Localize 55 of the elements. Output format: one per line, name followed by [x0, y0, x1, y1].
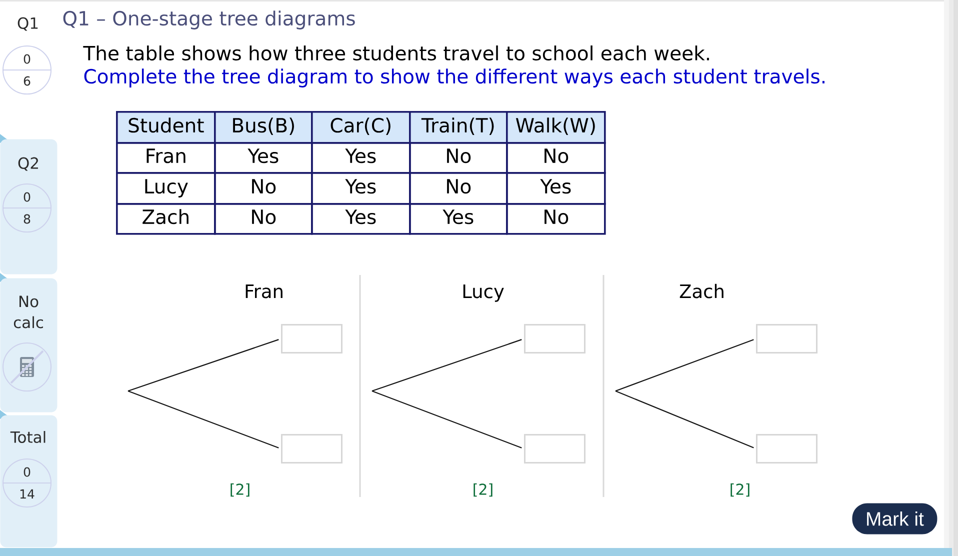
node-label: Total — [10, 430, 46, 443]
table-cell: No — [409, 172, 508, 205]
table-cell: Yes — [311, 172, 411, 205]
table-header-cell: Walk(W) — [506, 111, 606, 144]
question-title: Q1 – One-stage tree diagrams — [63, 10, 355, 30]
table-cell: Yes — [214, 142, 313, 174]
answer-box — [524, 434, 586, 464]
table-cell: No — [214, 172, 313, 205]
table-cell: Yes — [409, 203, 508, 235]
table-cell: Zach — [116, 203, 216, 235]
table-header-cell: Student — [116, 111, 216, 144]
table-header-cell: Car(C) — [311, 111, 411, 144]
answer-box — [756, 434, 818, 464]
answer-box — [281, 434, 342, 464]
question-number: Q1 — [18, 17, 38, 31]
marks-label: [2] — [230, 483, 250, 497]
table-cell: Yes — [506, 172, 606, 205]
max-score: 8 — [24, 214, 30, 224]
table-cell: No — [214, 203, 313, 235]
table-cell: Fran — [116, 142, 216, 174]
tree-heading: Fran — [246, 284, 282, 298]
answer-box — [281, 324, 342, 354]
score-value: 0 — [24, 54, 30, 64]
table-cell: Lucy — [116, 172, 216, 205]
sidebar-tab: No calc — [0, 273, 58, 412]
table-header-cell: Train(T) — [409, 111, 508, 144]
tree-heading: Lucy — [463, 284, 504, 302]
branch-line — [372, 390, 522, 448]
score-circle — [2, 184, 52, 232]
table-cell: Yes — [311, 142, 411, 174]
node-label: No calc — [14, 296, 43, 328]
score-circle — [2, 458, 52, 508]
table-cell: Yes — [311, 203, 411, 235]
tree-heading: Zach — [680, 284, 724, 298]
branch-line — [615, 390, 754, 448]
table-header-cell: Bus(B) — [214, 111, 313, 144]
answer-box — [524, 324, 586, 354]
branch-line — [615, 339, 754, 392]
icon-circle — [2, 342, 52, 392]
instruction-text: The table shows how three students travel to school each week. — [83, 45, 709, 61]
instruction-text: Complete the tree diagram to show the different ways each student travels. — [84, 68, 824, 88]
score-value: 0 — [24, 467, 30, 477]
max-score: 14 — [20, 489, 34, 499]
branch-line — [128, 339, 279, 392]
branch-line — [128, 390, 279, 448]
table-cell: No — [506, 142, 606, 174]
score-value: 0 — [24, 192, 30, 202]
max-score: 6 — [24, 76, 30, 86]
table-cell: No — [506, 203, 606, 235]
marks-label: [2] — [730, 483, 750, 497]
table-cell: No — [409, 142, 508, 174]
marks-label: [2] — [474, 483, 492, 497]
answer-box — [756, 324, 818, 354]
branch-line — [372, 339, 522, 392]
mark-button: Mark it — [852, 503, 938, 534]
